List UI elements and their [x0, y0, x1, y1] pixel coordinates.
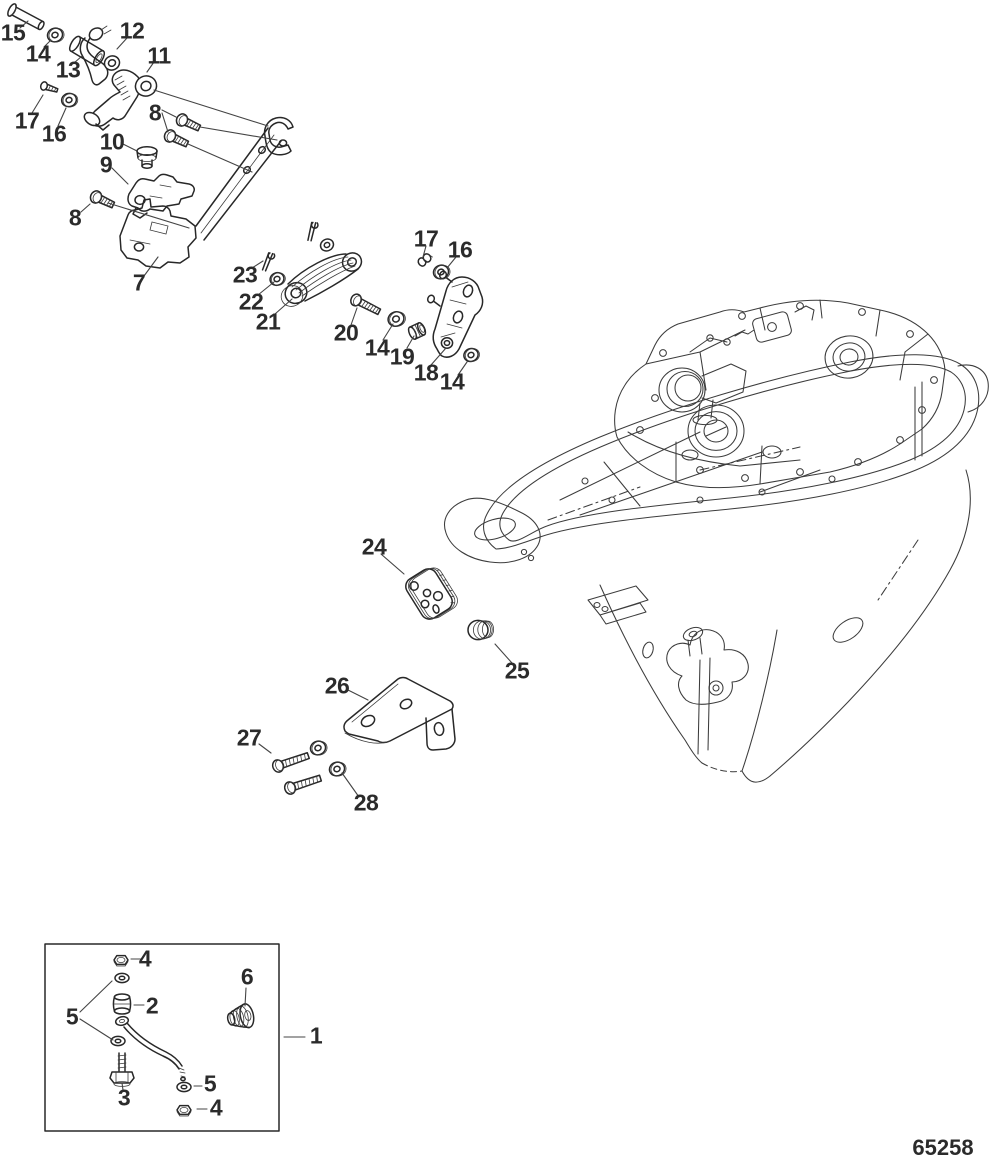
- kit-nut-bottom-drawing: [176, 1104, 192, 1117]
- kit-link-rod-drawing: [114, 1015, 186, 1082]
- part-label-5a: 5: [65, 1003, 79, 1030]
- part-label-19: 19: [389, 343, 415, 370]
- part-label-25: 25: [504, 657, 530, 684]
- part-8-screw-drawing: [89, 190, 116, 209]
- part-label-12: 12: [119, 17, 145, 44]
- part-label-20: 20: [333, 319, 359, 346]
- part-8-screw-pair-drawing: [163, 113, 202, 148]
- part-21-link-arm-drawing: [280, 252, 363, 307]
- kit-bolt-drawing: [109, 1052, 135, 1087]
- part-label-8b: 8: [68, 204, 82, 231]
- kit-box: [44, 943, 306, 1132]
- part-label-6: 6: [240, 963, 254, 990]
- part-label-14: 14: [25, 40, 51, 67]
- part-label-26: 26: [324, 672, 350, 699]
- part-27-bolt-pair-drawing: [271, 751, 323, 795]
- part-label-22: 22: [238, 288, 264, 315]
- engine-illustration: [444, 299, 989, 783]
- part-label-28: 28: [353, 789, 379, 816]
- kit-grommet-drawing: [226, 1003, 255, 1029]
- kit-washer-a-drawing: [114, 972, 130, 984]
- part-label-4a: 4: [138, 945, 152, 972]
- part-17-screw-mid-drawing: [417, 253, 433, 267]
- part-label-16b: 16: [447, 236, 473, 263]
- part-18-anchor-plate-drawing: [426, 270, 484, 358]
- kit-washer-c-drawing: [176, 1081, 192, 1093]
- part-7-bracket-drawing: [119, 116, 294, 269]
- part-11-lever-drawing: [83, 69, 158, 131]
- part-label-14c: 14: [439, 368, 465, 395]
- leader-lines-middle: [251, 245, 468, 376]
- leader-lines-top: [19, 20, 177, 277]
- part-label-16a: 16: [41, 120, 67, 147]
- part-14-washer-right-drawing: [463, 347, 480, 363]
- part-label-13: 13: [55, 56, 81, 83]
- part-label-14b: 14: [364, 334, 390, 361]
- part-28-washer-pair-drawing: [309, 740, 347, 777]
- drawing-number: 65258: [912, 1135, 974, 1160]
- part-label-10: 10: [99, 128, 125, 155]
- part-14-washer-mid-drawing: [387, 311, 406, 327]
- part-label-17b: 17: [413, 225, 439, 252]
- part-10-plug-drawing: [136, 146, 158, 169]
- kit-washer-b-drawing: [110, 1035, 126, 1047]
- part-label-24: 24: [361, 533, 387, 560]
- part-22-washer-upper-drawing: [319, 238, 335, 252]
- kit-nut-top-drawing: [113, 954, 129, 967]
- part-label-15: 15: [0, 19, 26, 46]
- part-9-plate-drawing: [127, 173, 195, 219]
- part-22-washer-drawing: [269, 271, 286, 287]
- part-label-2: 2: [145, 992, 159, 1019]
- part-12-lever-drawing: [79, 25, 121, 86]
- kit-bushing-drawing: [112, 993, 132, 1015]
- part-label-11: 11: [147, 42, 171, 69]
- part-label-9: 9: [99, 151, 113, 178]
- part-26-bracket-drawing: [343, 676, 456, 751]
- part-label-18: 18: [413, 359, 439, 386]
- leader-lines-lower: [258, 553, 513, 798]
- part-label-5b: 5: [203, 1070, 217, 1097]
- part-label-4b: 4: [209, 1094, 223, 1121]
- part-label-3: 3: [117, 1084, 131, 1111]
- part-label-7: 7: [132, 269, 146, 296]
- part-label-27: 27: [236, 724, 262, 751]
- part-16-washer-drawing: [60, 92, 79, 108]
- part-label-21: 21: [255, 308, 281, 335]
- part-25-plug-drawing: [467, 619, 494, 641]
- part-label-23: 23: [232, 261, 258, 288]
- part-16-washer-mid-drawing: [432, 264, 451, 280]
- part-label-1: 1: [309, 1022, 323, 1049]
- part-20-bolt-drawing: [350, 293, 382, 316]
- part-label-8a: 8: [148, 99, 162, 126]
- part-label-17a: 17: [14, 107, 40, 134]
- part-17-screw-drawing: [39, 81, 59, 93]
- part-24-mount-pad-drawing: [405, 567, 458, 620]
- assembly-lines: [107, 89, 278, 229]
- part-19-bushing-drawing: [407, 322, 427, 340]
- part-23-cotter-pin-drawing: [261, 221, 319, 272]
